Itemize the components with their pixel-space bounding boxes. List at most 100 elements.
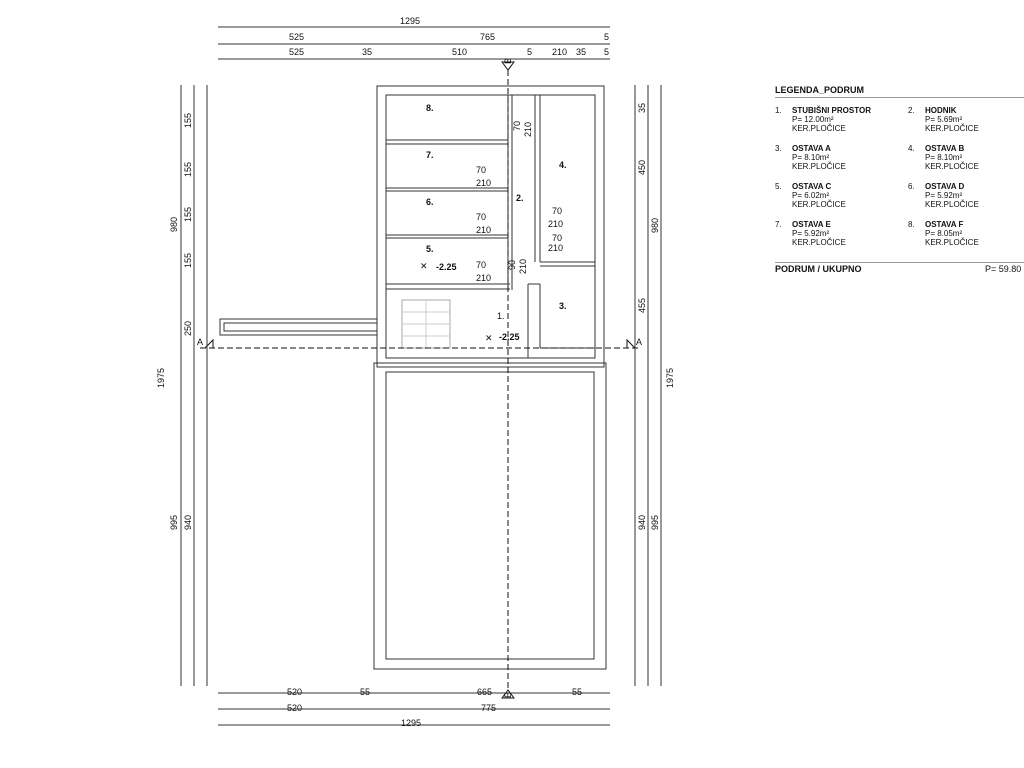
dim-top: 5 — [527, 47, 532, 57]
legend-total-value: P= 59.80 — [985, 264, 1022, 274]
legend-total-label: PODRUM / UKUPNO — [775, 264, 862, 274]
legend-num: 4. — [908, 144, 915, 153]
door-width: 70 — [476, 212, 486, 222]
left-beam-outer — [219, 318, 378, 336]
door-height: 210 — [476, 273, 491, 283]
legend-name: OSTAVA B — [925, 144, 965, 153]
door-width: 70 — [476, 165, 486, 175]
legend-total-divider — [775, 262, 1024, 263]
door-height: 210 — [476, 225, 491, 235]
door-width: 70 — [552, 206, 562, 216]
dim-right: 35 — [637, 103, 647, 113]
legend-num: 5. — [775, 182, 782, 191]
legend-name: OSTAVA D — [925, 182, 965, 191]
legend-floor: KER.PLOČICE — [792, 124, 846, 133]
legend-name: OSTAVA A — [792, 144, 831, 153]
legend-num: 6. — [908, 182, 915, 191]
legend-name: OSTAVA F — [925, 220, 964, 229]
legend-floor: KER.PLOČICE — [792, 200, 846, 209]
door-width: 70 — [476, 260, 486, 270]
dim-top: 210 — [552, 47, 567, 57]
dim-bottom-overall: 1295 — [401, 718, 421, 728]
legend-divider — [775, 97, 1024, 98]
dim-top: 525 — [289, 47, 304, 57]
section-b-label-top: B — [503, 58, 513, 64]
legend-area: P= 5.92m² — [792, 229, 830, 238]
dim-right: 455 — [637, 298, 647, 313]
door-height: 210 — [548, 219, 563, 229]
lower-slab-outer — [373, 362, 607, 670]
dim-right-mid: 980 — [650, 218, 660, 233]
legend-title: LEGENDA_PODRUM — [775, 85, 865, 95]
door-width: 70 — [552, 233, 562, 243]
dim-top: 5 — [604, 47, 609, 57]
door-width: 90 — [507, 260, 517, 270]
section-a-label-left: A — [197, 337, 203, 347]
dim-left: 250 — [183, 321, 193, 336]
dim-bottom: 520 — [287, 703, 302, 713]
door-width: 70 — [512, 121, 522, 131]
basement-outer-wall — [376, 85, 605, 368]
legend-floor: KER.PLOČICE — [925, 238, 979, 247]
dim-left: 155 — [183, 207, 193, 222]
room-label-5: 5. — [426, 244, 434, 254]
dim-top: 765 — [480, 32, 495, 42]
legend-floor: KER.PLOČICE — [792, 238, 846, 247]
level-icon: ✕ — [420, 261, 428, 271]
dim-top: 5 — [604, 32, 609, 42]
legend-floor: KER.PLOČICE — [925, 162, 979, 171]
section-b-label-bottom: B — [503, 692, 513, 698]
section-a-label-right: A — [636, 337, 642, 347]
door-height: 210 — [523, 122, 533, 137]
section-marker-a-left — [204, 338, 214, 349]
room-label-6: 6. — [426, 197, 434, 207]
dim-left: 940 — [183, 515, 193, 530]
door-height: 210 — [548, 243, 563, 253]
legend-area: P= 8.10m² — [925, 153, 963, 162]
dim-bottom: 665 — [477, 687, 492, 697]
door-height: 210 — [518, 259, 528, 274]
dim-left-mid: 980 — [169, 217, 179, 232]
dim-top: 35 — [362, 47, 372, 57]
legend-name: STUBIŠNI PROSTOR — [792, 106, 871, 115]
left-beam-inner — [223, 322, 378, 332]
dim-left: 155 — [183, 113, 193, 128]
level-icon: ✕ — [485, 333, 493, 343]
section-marker-a-right — [626, 338, 636, 349]
legend-name: OSTAVA C — [792, 182, 832, 191]
dim-bottom: 55 — [572, 687, 582, 697]
dim-bottom: 775 — [481, 703, 496, 713]
door-height: 210 — [476, 178, 491, 188]
dim-left-overall: 1975 — [156, 368, 166, 388]
legend-area: P= 12.00m² — [792, 115, 834, 124]
legend-floor: KER.PLOČICE — [792, 162, 846, 171]
dim-right: 450 — [637, 160, 647, 175]
legend-area: P= 5.69m² — [925, 115, 963, 124]
legend-name: HODNIK — [925, 106, 957, 115]
dim-left-mid: 995 — [169, 515, 179, 530]
lower-slab-inner — [385, 371, 595, 660]
section-marker-b-bottom — [501, 689, 515, 699]
legend-num: 3. — [775, 144, 782, 153]
legend-name: OSTAVA E — [792, 220, 831, 229]
dim-right-overall: 1975 — [665, 368, 675, 388]
dim-bottom: 55 — [360, 687, 370, 697]
dim-top-overall: 1295 — [400, 16, 420, 26]
legend-num: 7. — [775, 220, 782, 229]
basement-inner-wall — [385, 94, 596, 359]
legend-area: P= 8.05m² — [925, 229, 963, 238]
legend-num: 8. — [908, 220, 915, 229]
dim-left: 155 — [183, 253, 193, 268]
legend-floor: KER.PLOČICE — [925, 200, 979, 209]
dim-top: 510 — [452, 47, 467, 57]
dim-top: 35 — [576, 47, 586, 57]
dim-right: 940 — [637, 515, 647, 530]
dim-top: 525 — [289, 32, 304, 42]
dim-right-mid: 995 — [650, 515, 660, 530]
legend-area: P= 5.92m² — [925, 191, 963, 200]
room-label-1: 1. — [497, 311, 505, 321]
legend-area: P= 8.10m² — [792, 153, 830, 162]
legend-num: 2. — [908, 106, 915, 115]
section-marker-b-top — [501, 61, 515, 71]
